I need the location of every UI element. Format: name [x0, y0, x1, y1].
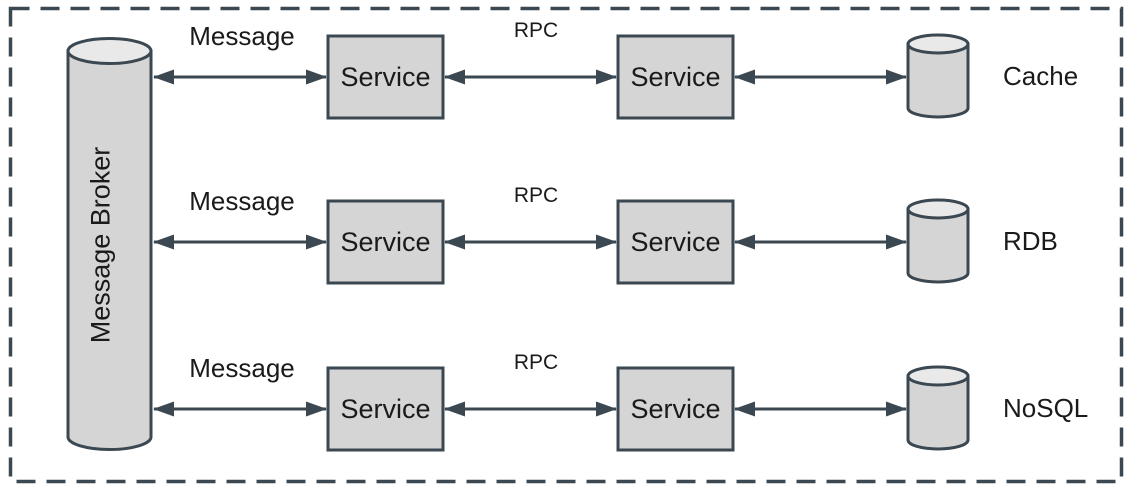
message-broker-label: Message Broker — [86, 147, 116, 344]
service-label: Service — [340, 227, 430, 257]
service-label: Service — [630, 394, 720, 424]
datastore-cylinder — [906, 207, 970, 284]
row-rdb: Message Service RPC Service RDB — [153, 184, 1058, 285]
rpc-label: RPC — [514, 19, 558, 42]
datastore-label: NoSQL — [1003, 393, 1088, 423]
datastore-cylinder-top — [906, 198, 970, 220]
datastore-cylinder — [906, 42, 970, 119]
service-label: Service — [630, 227, 720, 257]
datastore-cylinder-top — [906, 33, 970, 55]
service-box — [326, 199, 445, 285]
row-cache: Message Service RPC Service Cache — [153, 19, 1078, 120]
service-label: Service — [340, 62, 430, 92]
service-box — [616, 34, 735, 120]
datastore-label: RDB — [1003, 226, 1058, 256]
datastore-cylinder — [906, 374, 970, 451]
rpc-label: RPC — [514, 184, 558, 207]
datastore-label: Cache — [1003, 61, 1078, 91]
service-label: Service — [340, 394, 430, 424]
message-label: Message — [189, 186, 295, 216]
message-broker-cylinder-top — [66, 37, 153, 65]
service-box — [326, 366, 445, 452]
message-broker-cylinder — [66, 49, 153, 451]
rpc-label: RPC — [514, 351, 558, 374]
system-boundary — [8, 6, 1124, 484]
row-nosql: Message Service RPC Service NoSQL — [153, 351, 1088, 452]
message-label: Message — [189, 21, 295, 51]
service-box — [616, 199, 735, 285]
service-box — [326, 34, 445, 120]
service-label: Service — [630, 62, 720, 92]
datastore-cylinder-top — [906, 365, 970, 387]
message-label: Message — [189, 353, 295, 383]
message-broker-node: Message Broker — [66, 37, 153, 451]
service-box — [616, 366, 735, 452]
